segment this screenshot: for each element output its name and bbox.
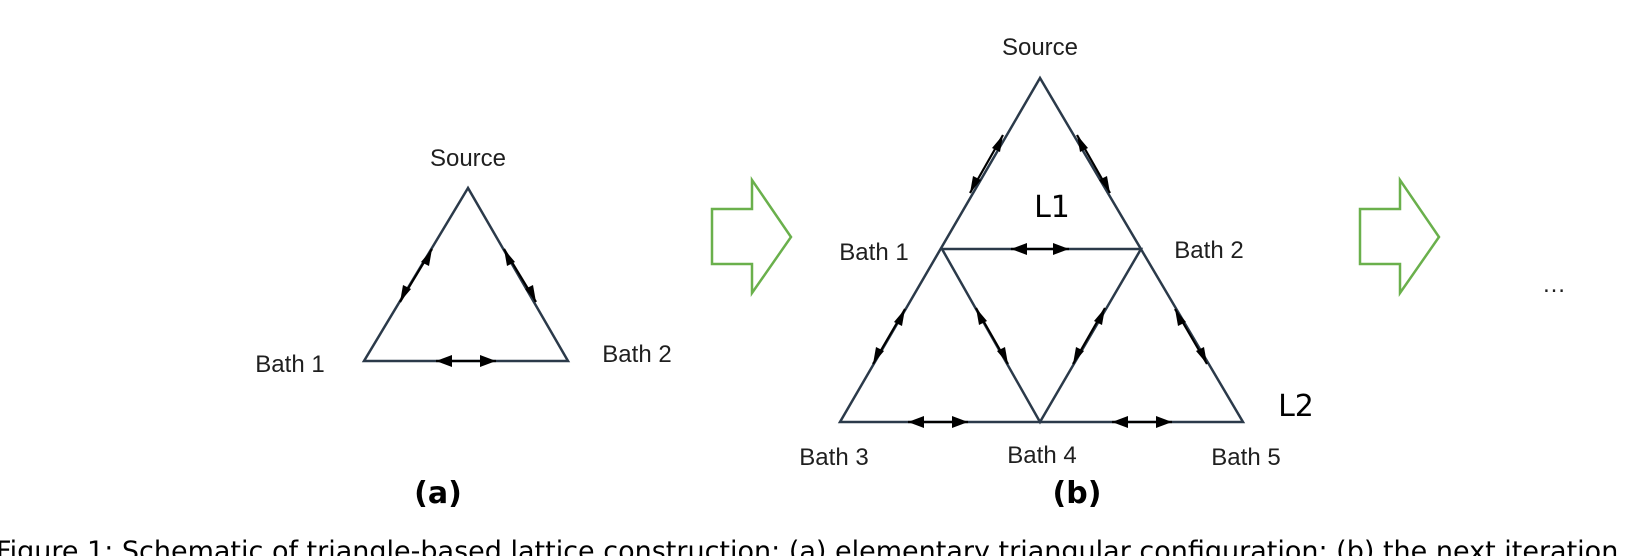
triangle-a	[361, 185, 571, 363]
label-bath-3: Bath 3	[799, 444, 868, 471]
inner-triangle-b	[939, 247, 1144, 425]
label-bath-4: Bath 4	[1007, 442, 1076, 469]
double-arrow	[1174, 308, 1208, 365]
double-arrow	[975, 307, 1009, 365]
double-arrow	[872, 308, 906, 365]
label-bath-2: Bath 2	[1174, 237, 1243, 264]
double-arrow	[908, 416, 968, 428]
label-l1: L1	[1034, 190, 1070, 225]
ellipsis: …	[1542, 271, 1566, 298]
panel-label-a: (a)	[414, 476, 462, 511]
double-arrow	[503, 248, 537, 303]
double-arrow	[436, 355, 496, 367]
panel-label-b: (b)	[1053, 476, 1102, 511]
double-arrow	[969, 134, 1004, 194]
label-source: Source	[1002, 34, 1078, 61]
double-arrow	[1011, 243, 1069, 255]
label-l2: L2	[1278, 389, 1314, 424]
label-bath-1: Bath 1	[839, 239, 908, 266]
diagram-a: Source Bath 1 Bath 2 (a)	[255, 145, 671, 511]
right-arrow-icon	[710, 175, 793, 297]
label-bath-5: Bath 5	[1211, 444, 1280, 471]
figure-caption: Figure 1: Schematic of triangle-based la…	[0, 536, 1628, 556]
double-arrow	[1112, 416, 1172, 428]
right-arrow-icon	[1358, 175, 1441, 297]
double-arrow	[399, 248, 433, 303]
label-bath-2: Bath 2	[602, 341, 671, 368]
label-bath-1: Bath 1	[255, 351, 324, 378]
double-arrow	[1076, 134, 1111, 194]
label-source: Source	[430, 145, 506, 172]
diagram-b: Source L1 Bath 1 Bath 2 L2 Bath 3 Bath 4…	[799, 34, 1314, 511]
double-arrow	[1072, 307, 1106, 365]
